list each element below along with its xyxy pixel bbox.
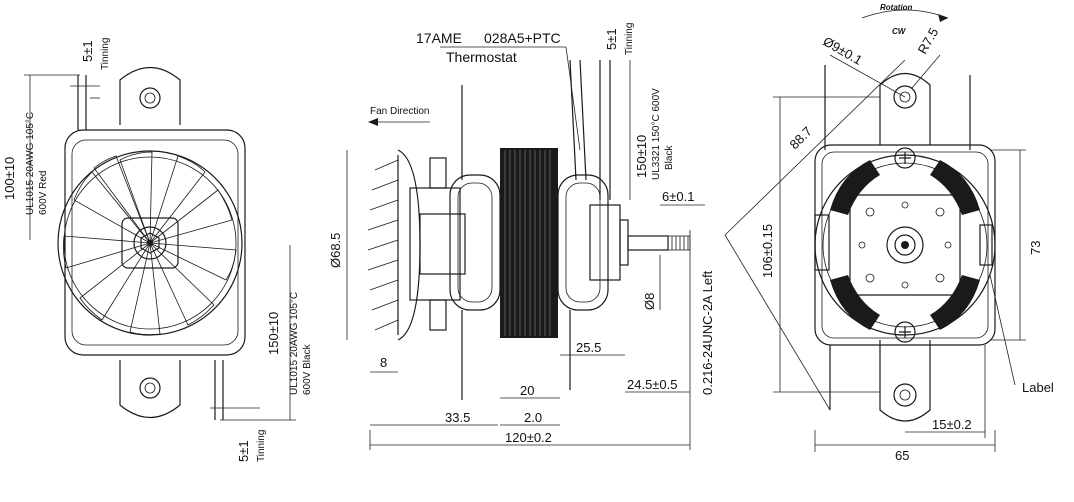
lead-red-length: 100±10: [2, 157, 17, 200]
tinning-bottom-label: Tinning: [256, 430, 267, 462]
radius-label: R7.5: [915, 25, 942, 56]
lead-black-spec2: 600V Black: [302, 343, 313, 395]
dim-8: 8: [380, 355, 387, 370]
dim-25-5: 25.5: [576, 340, 601, 355]
thread-spec: 0.216-24UNC-2A Left: [700, 270, 715, 395]
rotation-label: Rotation: [880, 3, 913, 12]
dim-20: 20: [520, 383, 534, 398]
label-callout: Label: [1022, 380, 1054, 395]
fan-direction-label: Fan Direction: [370, 106, 429, 117]
cw-label: CW: [892, 27, 907, 36]
height-dim: 106±0.15: [760, 224, 775, 278]
dim-24-5: 24.5±0.5: [627, 377, 678, 392]
dim-6: 6±0.1: [662, 189, 694, 204]
thermostat-label: Thermostat: [446, 49, 517, 65]
fan-diameter: Ø68.5: [328, 233, 343, 268]
tinning-mid-label: Tinning: [624, 23, 635, 55]
lead-red-spec2: 600V Red: [38, 171, 49, 215]
diag-dim: 88.7: [787, 124, 816, 153]
offset-dim: 15±0.2: [932, 417, 972, 432]
tinning-top-value: 5±1: [80, 40, 95, 62]
middle-view: [346, 46, 705, 450]
dim-shaft: Ø8: [642, 293, 657, 310]
hole-diameter: Ø9±0.1: [821, 34, 865, 68]
left-view: [24, 67, 296, 421]
lead-black-spec: UL1015 20AWG 105°C: [289, 292, 300, 395]
width-dim: 65: [895, 448, 909, 463]
lead-color-mid: Black: [664, 145, 675, 170]
stator-stack: [500, 148, 558, 338]
fan-blades: [62, 151, 237, 336]
tinning-top-label: Tinning: [100, 38, 111, 70]
dim-33-5: 33.5: [445, 410, 470, 425]
model-label: 17AME: [416, 30, 462, 46]
lead-red-spec: UL1015 20AWG 105°C: [25, 112, 36, 215]
tinning-bottom-value: 5±1: [236, 440, 251, 462]
right-view: [724, 9, 1026, 452]
lead-spec-mid: UL3321 150°C 600V: [651, 88, 662, 180]
dim-total: 120±0.2: [505, 430, 552, 445]
thermostat-code: 028A5+PTC: [484, 30, 561, 46]
lead-black-length: 150±10: [266, 312, 281, 355]
lead-length-mid: 150±10: [634, 135, 649, 178]
tinning-mid-value: 5±1: [604, 28, 619, 50]
inner-height-dim: 73: [1028, 241, 1043, 255]
dim-2-0: 2.0: [524, 410, 542, 425]
